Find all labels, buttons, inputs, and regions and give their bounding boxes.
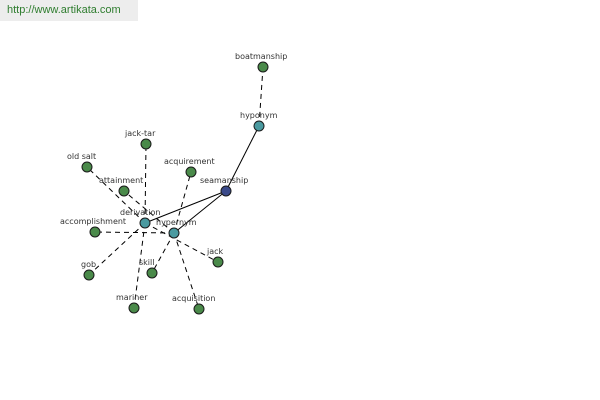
- node-seamanship[interactable]: seamanship: [200, 176, 248, 197]
- node-label-hypernym: hypernym: [156, 218, 197, 227]
- node-mariner[interactable]: mariner: [116, 293, 148, 314]
- node-circle-jack-tar[interactable]: [140, 138, 152, 150]
- node-label-seamanship: seamanship: [200, 176, 248, 185]
- edge-seamanship-derivation: [144, 190, 227, 224]
- edge-boatmanship-hyponym: [258, 66, 264, 127]
- watermark-url[interactable]: http://www.artikata.com: [0, 0, 138, 21]
- node-attainment[interactable]: attainment: [99, 176, 143, 197]
- node-circle-hyponym[interactable]: [253, 120, 265, 132]
- node-jack[interactable]: jack: [206, 247, 224, 268]
- node-hypernym[interactable]: hypernym: [156, 218, 197, 239]
- node-circle-acquisition[interactable]: [193, 303, 205, 315]
- node-circle-gob[interactable]: [83, 269, 95, 281]
- node-label-gob: gob: [81, 260, 96, 269]
- edge-hypernym-skill: [151, 232, 175, 274]
- node-circle-skill[interactable]: [146, 267, 158, 279]
- node-circle-accomplishment[interactable]: [89, 226, 101, 238]
- node-gob[interactable]: gob: [81, 260, 96, 281]
- node-circle-acquirement[interactable]: [185, 166, 197, 178]
- node-label-acquisition: acquisition: [172, 294, 215, 303]
- node-circle-jack[interactable]: [212, 256, 224, 268]
- edge-derivation-old-salt: [86, 166, 146, 224]
- node-label-jack: jack: [206, 247, 224, 256]
- node-boatmanship[interactable]: boatmanship: [235, 52, 287, 73]
- edge-hypernym-accomplishment: [94, 231, 175, 234]
- node-label-boatmanship: boatmanship: [235, 52, 287, 61]
- node-circle-old-salt[interactable]: [81, 161, 93, 173]
- node-circle-hypernym[interactable]: [168, 227, 180, 239]
- graph-nodes: boatmanship hyponym seamanship hypernymderi…: [60, 52, 287, 315]
- node-hyponym[interactable]: hyponym: [240, 111, 278, 132]
- edge-hypernym-acquirement: [173, 171, 192, 234]
- node-circle-attainment[interactable]: [118, 185, 130, 197]
- node-label-derivation: derivation: [120, 208, 160, 217]
- edge-derivation-gob: [88, 222, 146, 276]
- node-jack-tar[interactable]: jack-tar: [124, 129, 156, 150]
- node-circle-boatmanship[interactable]: [257, 61, 269, 73]
- node-derivation[interactable]: derivation: [120, 208, 160, 229]
- node-label-mariner: mariner: [116, 293, 148, 302]
- node-circle-seamanship[interactable]: [220, 185, 232, 197]
- node-label-acquirement: acquirement: [164, 157, 215, 166]
- node-label-jack-tar: jack-tar: [124, 129, 156, 138]
- node-accomplishment[interactable]: accomplishment: [60, 217, 126, 238]
- edge-derivation-jack: [144, 222, 219, 263]
- node-acquisition[interactable]: acquisition: [172, 294, 215, 315]
- node-label-attainment: attainment: [99, 176, 143, 185]
- edge-hyponym-seamanship: [225, 125, 260, 192]
- graph-edges: [86, 66, 264, 310]
- edge-seamanship-hypernym: [173, 190, 227, 234]
- node-circle-mariner[interactable]: [128, 302, 140, 314]
- node-label-skill: skill: [139, 258, 154, 267]
- node-label-old-salt: old salt: [67, 152, 96, 161]
- node-old-salt[interactable]: old salt: [67, 152, 96, 173]
- node-skill[interactable]: skill: [139, 258, 158, 279]
- node-label-accomplishment: accomplishment: [60, 217, 126, 226]
- edge-hypernym-acquisition: [173, 232, 200, 310]
- edge-hypernym-attainment: [123, 190, 175, 234]
- node-circle-derivation[interactable]: [139, 217, 151, 229]
- node-acquirement[interactable]: acquirement: [164, 157, 215, 178]
- edge-derivation-jack-tar: [144, 143, 147, 224]
- node-label-hyponym: hyponym: [240, 111, 278, 120]
